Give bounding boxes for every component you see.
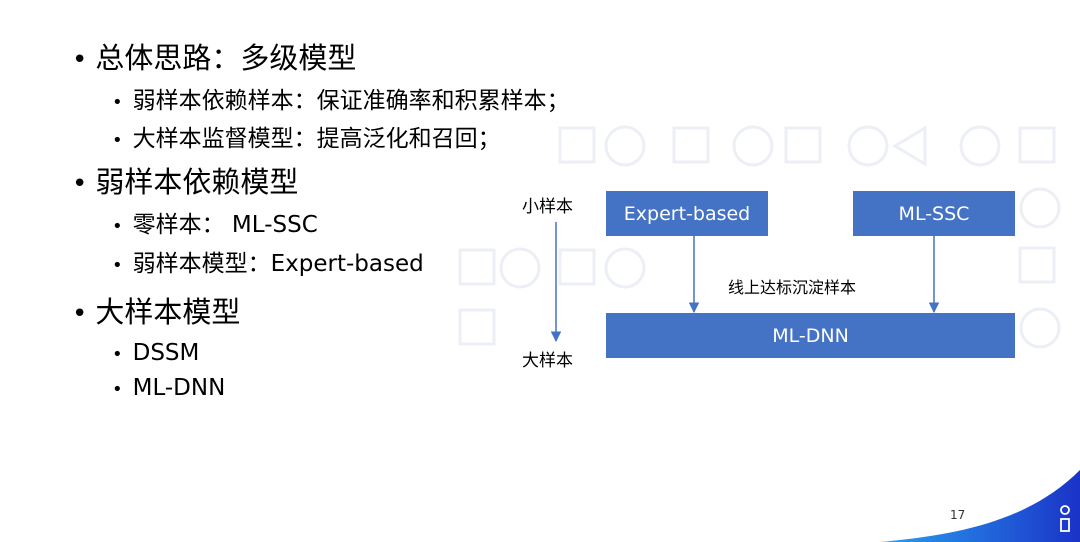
bullet-zero-shot: •零样本： ML-SSC	[112, 210, 318, 242]
bullet-dot: •	[72, 45, 88, 75]
expert-based-box: Expert-based	[606, 191, 768, 236]
bullet-large-sample-supervised: •大样本监督模型：提高泛化和召回；	[112, 124, 501, 156]
bullet-large-sample-model: •大样本模型	[72, 294, 240, 332]
bullet-weak-sample-model: •弱样本依赖模型	[72, 164, 298, 202]
bullet-weak-sample-dependency: •弱样本依赖样本：保证准确率和积累样本；	[112, 86, 570, 118]
ml-dnn-box: ML-DNN	[606, 313, 1015, 358]
large-sample-label: 大样本	[522, 351, 573, 371]
small-sample-label: 小样本	[522, 197, 573, 217]
bullet-dot: •	[112, 379, 123, 400]
bullet-ml-dnn: •ML-DNN	[112, 373, 225, 405]
ml-ssc-box: ML-SSC	[853, 191, 1015, 236]
bullet-dot: •	[112, 255, 123, 276]
brand-logo-icon	[1060, 505, 1070, 532]
bullet-dot: •	[112, 92, 123, 113]
bullet-dot: •	[112, 216, 123, 237]
bullet-dot: •	[112, 344, 123, 365]
online-sample-label: 线上达标沉淀样本	[728, 278, 857, 297]
bullet-overall-approach: •总体思路：多级模型	[72, 40, 356, 78]
bullet-dot: •	[112, 130, 123, 151]
page-number: 17	[950, 508, 966, 522]
bullet-dot: •	[72, 169, 88, 199]
bullet-dssm: •DSSM	[112, 338, 199, 370]
bullet-dot: •	[72, 299, 88, 329]
bullet-expert-based: •弱样本模型：Expert-based	[112, 249, 424, 281]
